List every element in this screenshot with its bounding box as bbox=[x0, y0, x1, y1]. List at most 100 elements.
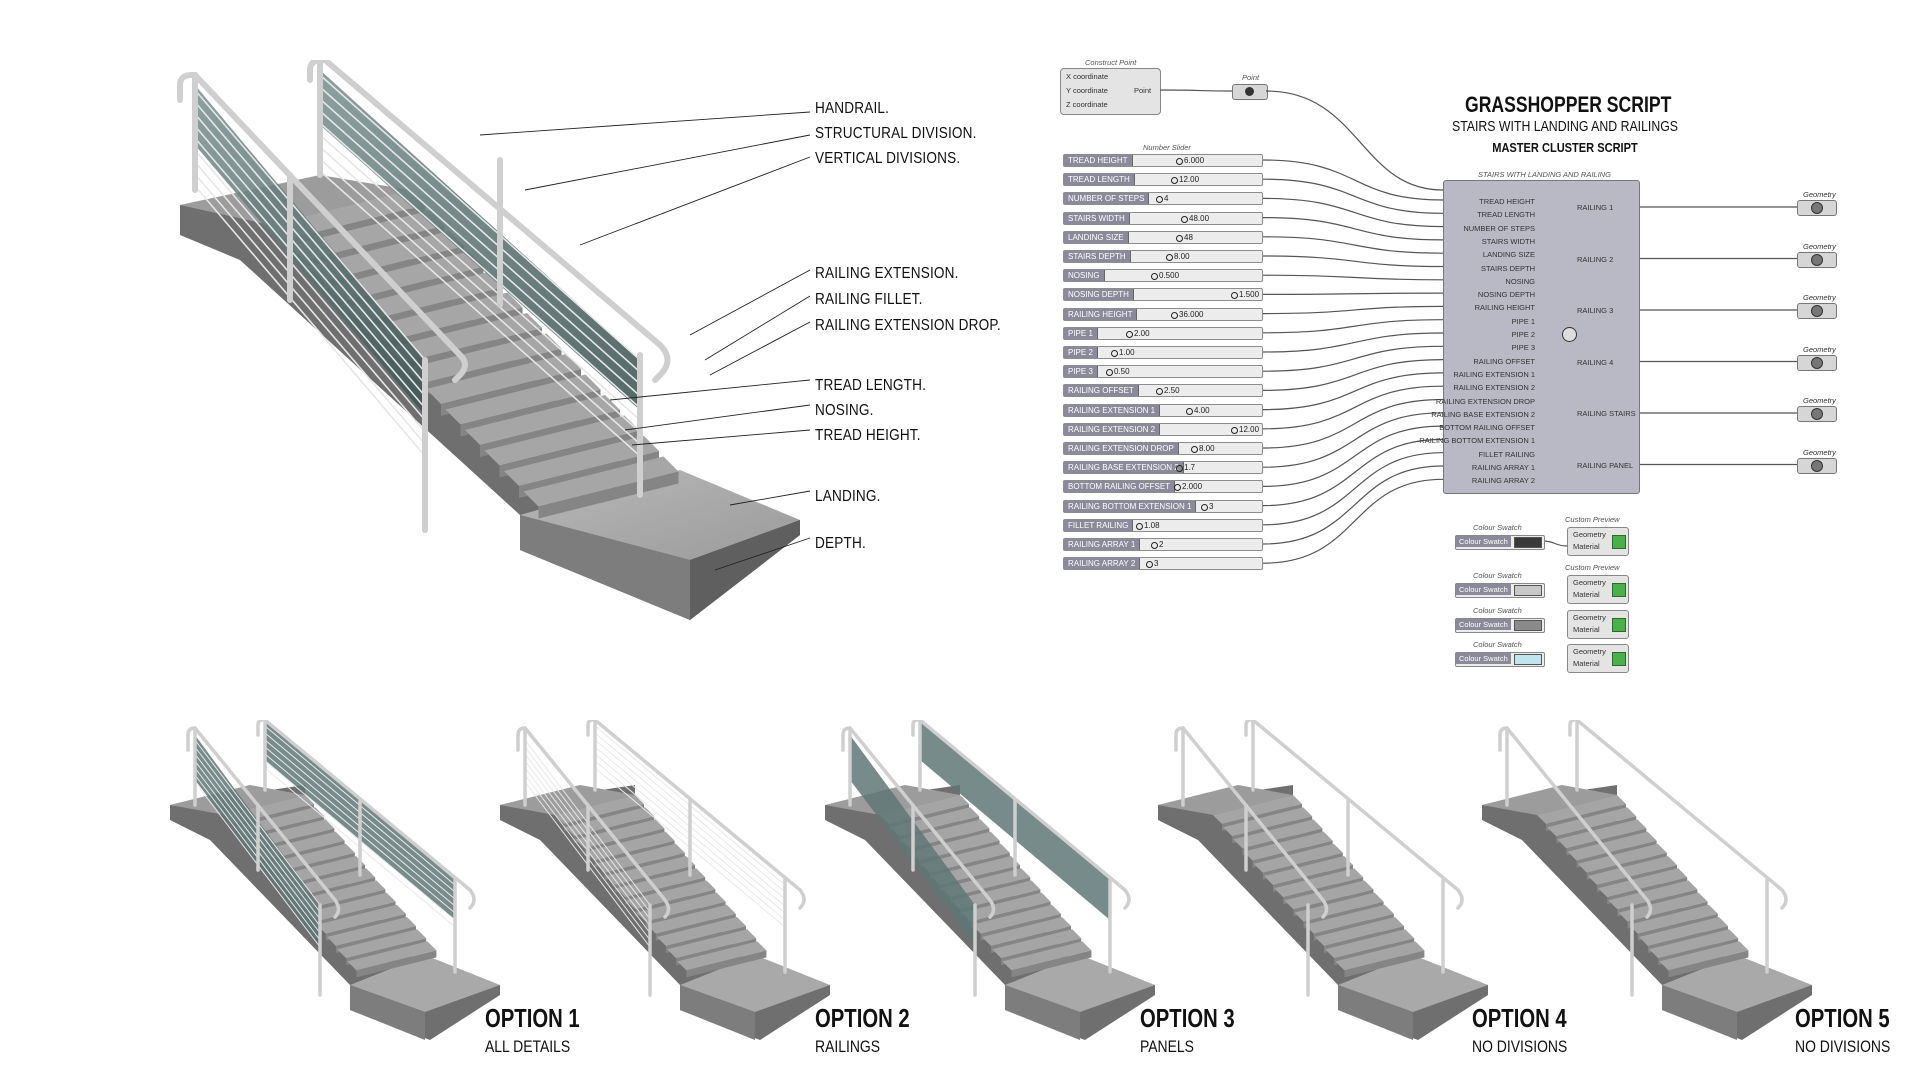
wire bbox=[1262, 274, 1444, 281]
slider-name: RAILING EXTENSION 2 bbox=[1064, 423, 1161, 435]
slider-value: 48 bbox=[1184, 232, 1193, 242]
slider-handle[interactable] bbox=[1126, 330, 1133, 338]
slider-handle[interactable] bbox=[1156, 196, 1163, 204]
main-rail-line bbox=[319, 110, 641, 397]
option-4-stair bbox=[1158, 720, 1488, 1040]
slider-handle[interactable] bbox=[1151, 273, 1158, 281]
handrail bbox=[1244, 720, 1464, 910]
geometry-node[interactable] bbox=[1797, 251, 1837, 268]
geometry-icon bbox=[1811, 253, 1823, 266]
main-step-tread bbox=[328, 251, 484, 302]
label-nosing: NOSING. bbox=[815, 402, 874, 419]
cluster-input-number-of-steps: NUMBER OF STEPS bbox=[1463, 223, 1535, 233]
slider-handle[interactable] bbox=[1231, 426, 1238, 434]
wire bbox=[1262, 438, 1444, 507]
stair-landing-side bbox=[350, 985, 425, 1040]
main-rail-line bbox=[194, 185, 426, 457]
slider-handle[interactable] bbox=[1176, 158, 1183, 165]
colour-swatch-node[interactable]: Colour Swatch bbox=[1455, 618, 1545, 633]
slider-handle[interactable] bbox=[1186, 407, 1193, 415]
wire bbox=[1262, 332, 1444, 353]
slider-value: 3 bbox=[1209, 501, 1214, 511]
stair-landing bbox=[680, 955, 830, 1012]
geometry-node[interactable] bbox=[1797, 354, 1837, 371]
main-rail-line bbox=[319, 146, 641, 433]
stair-tread bbox=[306, 892, 396, 922]
slider-handle[interactable] bbox=[1181, 215, 1188, 223]
stair-tread bbox=[1304, 904, 1394, 934]
slider-handle[interactable] bbox=[1151, 542, 1158, 549]
slider-handle[interactable] bbox=[1156, 388, 1163, 396]
slider-handle[interactable] bbox=[1176, 465, 1183, 473]
geometry-node[interactable] bbox=[1797, 200, 1837, 216]
stair-riser bbox=[1344, 950, 1425, 978]
slider-number-of-steps[interactable]: NUMBER OF STEPS 4 bbox=[1063, 192, 1263, 206]
wire bbox=[1542, 540, 1568, 547]
wire bbox=[1262, 425, 1444, 487]
stair-tread bbox=[982, 917, 1071, 946]
slider-handle[interactable] bbox=[1146, 561, 1153, 569]
slider-handle[interactable] bbox=[1166, 254, 1173, 261]
slider-value: 8.00 bbox=[1174, 252, 1190, 261]
slider-handle[interactable] bbox=[1201, 503, 1208, 511]
slider-handle[interactable] bbox=[1176, 234, 1183, 242]
stair-tread bbox=[1557, 819, 1647, 849]
stair-tread bbox=[1243, 831, 1333, 861]
slider-handle[interactable] bbox=[1136, 522, 1143, 530]
geometry-icon bbox=[1811, 356, 1823, 369]
geometry-node[interactable] bbox=[1797, 406, 1837, 422]
cluster-output-railing-panel: RAILING PANEL bbox=[1577, 460, 1634, 470]
slider-handle[interactable] bbox=[1171, 311, 1178, 319]
preview-input-material: Material bbox=[1573, 625, 1600, 634]
option-1-title: OPTION 1 bbox=[485, 1003, 580, 1033]
preview-icon bbox=[1612, 535, 1626, 549]
geometry-node[interactable] bbox=[1797, 303, 1837, 319]
slider-handle[interactable] bbox=[1171, 177, 1178, 185]
stair-landing bbox=[1662, 955, 1812, 1012]
slider-handle[interactable] bbox=[1106, 369, 1113, 377]
slider-name: TREAD HEIGHT bbox=[1064, 155, 1133, 166]
slider-handle[interactable] bbox=[1111, 350, 1118, 357]
option-5-title: OPTION 5 bbox=[1795, 1003, 1890, 1033]
colour-swatch-node[interactable]: Colour Swatch bbox=[1455, 535, 1545, 550]
colour-swatch-node[interactable]: Colour Swatch bbox=[1455, 583, 1545, 598]
slider-handle[interactable] bbox=[1231, 292, 1238, 300]
slider-value: 4 bbox=[1164, 194, 1169, 204]
colour-swatch-node[interactable]: Colour Swatch bbox=[1455, 652, 1545, 667]
slider-handle[interactable] bbox=[1174, 484, 1181, 492]
slider-name: NUMBER OF STEPS bbox=[1064, 193, 1150, 205]
point-node[interactable] bbox=[1232, 84, 1268, 100]
stair-tread bbox=[1608, 880, 1698, 910]
construct-point-node[interactable]: X coordinate Y coordinate Z coordinate P… bbox=[1060, 68, 1161, 115]
slider-handle[interactable] bbox=[1191, 446, 1198, 453]
colour-swatch-color bbox=[1514, 585, 1542, 596]
stair-tread bbox=[1628, 904, 1718, 934]
geometry-node[interactable] bbox=[1797, 457, 1837, 474]
